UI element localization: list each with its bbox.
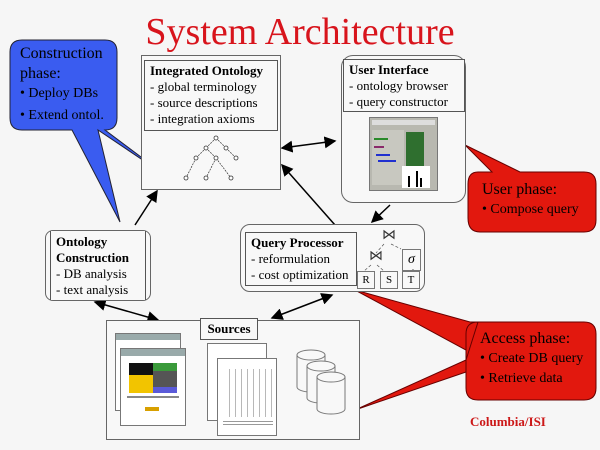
user-interface-item: - ontology browser — [349, 78, 448, 93]
user-interface-item: - query constructor — [349, 94, 448, 109]
database-icon — [296, 349, 346, 415]
join-symbol-top: ⋈ — [382, 228, 396, 243]
query-processor-text: Query Processor - reformulation - cost o… — [245, 232, 357, 286]
sources-heading: Sources — [200, 318, 258, 340]
ontology-construction-heading-2: Construction — [56, 250, 129, 265]
user-callout-title: User phase: — [482, 181, 558, 198]
selection-node: σ — [402, 249, 421, 271]
document-source-thumbnail — [217, 358, 277, 436]
ontology-construction-text: Ontology Construction - DB analysis - te… — [50, 231, 146, 300]
join-symbol-lower: ⋈ — [369, 249, 383, 264]
relation-t: T — [402, 271, 420, 289]
ontology-construction-item: - text analysis — [56, 282, 129, 297]
relation-s: S — [380, 271, 398, 289]
user-callout: User phase: • Compose query — [482, 180, 579, 220]
credit-label: Columbia/ISI — [470, 414, 546, 429]
relation-r: R — [357, 271, 375, 289]
construction-callout: Construction phase: • Deploy DBs • Exten… — [20, 44, 104, 126]
integrated-ontology-box: Integrated Ontology - global terminology… — [141, 55, 281, 190]
construction-callout-item: • Extend ontol. — [20, 108, 104, 123]
query-processor-item: - cost optimization — [251, 267, 349, 282]
user-interface-box: User Interface - ontology browser - quer… — [341, 55, 466, 203]
integrated-ontology-item: - global terminology — [150, 79, 257, 94]
ui-screenshot-thumbnail — [369, 117, 438, 191]
ontology-tree-icon — [183, 135, 239, 181]
arrow-ui-integrated — [280, 136, 337, 153]
arrow-ontconstr-to-integrated — [134, 189, 158, 226]
access-callout-item: • Create DB query — [480, 351, 584, 366]
arrow-qp-sources — [270, 293, 334, 320]
user-interface-heading: User Interface — [349, 62, 429, 77]
construction-callout-item: • Deploy DBs — [20, 86, 99, 101]
arrow-ontconstr-sources — [93, 299, 160, 323]
construction-callout-title-2: phase: — [20, 65, 61, 82]
slide-title: System Architecture — [145, 11, 455, 53]
query-processor-box: Query Processor - reformulation - cost o… — [240, 224, 425, 292]
construction-callout-title: Construction — [20, 45, 103, 62]
ontology-construction-item: - DB analysis — [56, 266, 127, 281]
integrated-ontology-text: Integrated Ontology - global terminology… — [144, 60, 278, 131]
access-callout-item: • Retrieve data — [480, 371, 563, 386]
integrated-ontology-heading: Integrated Ontology — [150, 63, 264, 78]
integrated-ontology-item: - integration axioms — [150, 111, 255, 126]
arrow-to-sources-right — [268, 300, 300, 320]
arrow-qp-to-integrated — [281, 163, 336, 226]
integrated-ontology-item: - source descriptions — [150, 95, 258, 110]
query-processor-item: - reformulation — [251, 251, 331, 266]
access-callout-title: Access phase: — [480, 330, 571, 347]
ontology-construction-heading: Ontology — [56, 234, 108, 249]
user-callout-item: • Compose query — [482, 202, 579, 217]
web-source-thumbnail — [120, 348, 186, 426]
ontology-construction-box: Ontology Construction - DB analysis - te… — [45, 230, 151, 301]
access-callout: Access phase: • Create DB query • Retrie… — [480, 329, 583, 389]
query-processor-heading: Query Processor — [251, 235, 344, 250]
arrow-ui-to-qp — [370, 204, 391, 224]
user-interface-text: User Interface - ontology browser - quer… — [343, 59, 465, 112]
sources-box: Sources — [106, 318, 360, 440]
